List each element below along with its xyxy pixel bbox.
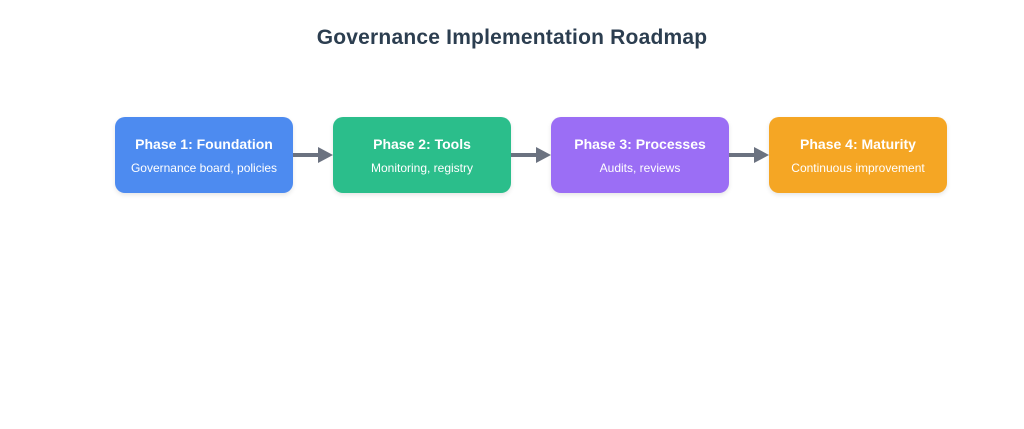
phase-2-title: Phase 2: Tools — [373, 135, 471, 152]
phase-3-box: Phase 3: Processes Audits, reviews — [551, 117, 729, 193]
page-title: Governance Implementation Roadmap — [316, 26, 708, 49]
phase-1-box: Phase 1: Foundation Governance board, po… — [115, 117, 293, 193]
phase-1-title: Phase 1: Foundation — [135, 135, 273, 152]
arrow-head-icon — [754, 147, 769, 163]
phase-3-subtitle: Audits, reviews — [599, 160, 681, 175]
phase-4-box: Phase 4: Maturity Continuous improvement — [769, 117, 947, 193]
arrow-phase2-to-phase3 — [511, 147, 551, 163]
arrow-phase3-to-phase4 — [729, 147, 769, 163]
phase-3-title: Phase 3: Processes — [574, 135, 706, 152]
phase-4-subtitle: Continuous improvement — [791, 160, 925, 175]
arrow-head-icon — [318, 147, 333, 163]
phase-2-box: Phase 2: Tools Monitoring, registry — [333, 117, 511, 193]
arrow-phase1-to-phase2 — [293, 147, 333, 163]
phase-1-subtitle: Governance board, policies — [130, 160, 278, 175]
roadmap-flow: Phase 1: Foundation Governance board, po… — [115, 117, 947, 193]
arrow-line — [729, 153, 754, 157]
arrow-head-icon — [536, 147, 551, 163]
phase-4-title: Phase 4: Maturity — [800, 135, 916, 152]
arrow-line — [511, 153, 536, 157]
arrow-line — [293, 153, 318, 157]
phase-2-subtitle: Monitoring, registry — [370, 160, 474, 175]
